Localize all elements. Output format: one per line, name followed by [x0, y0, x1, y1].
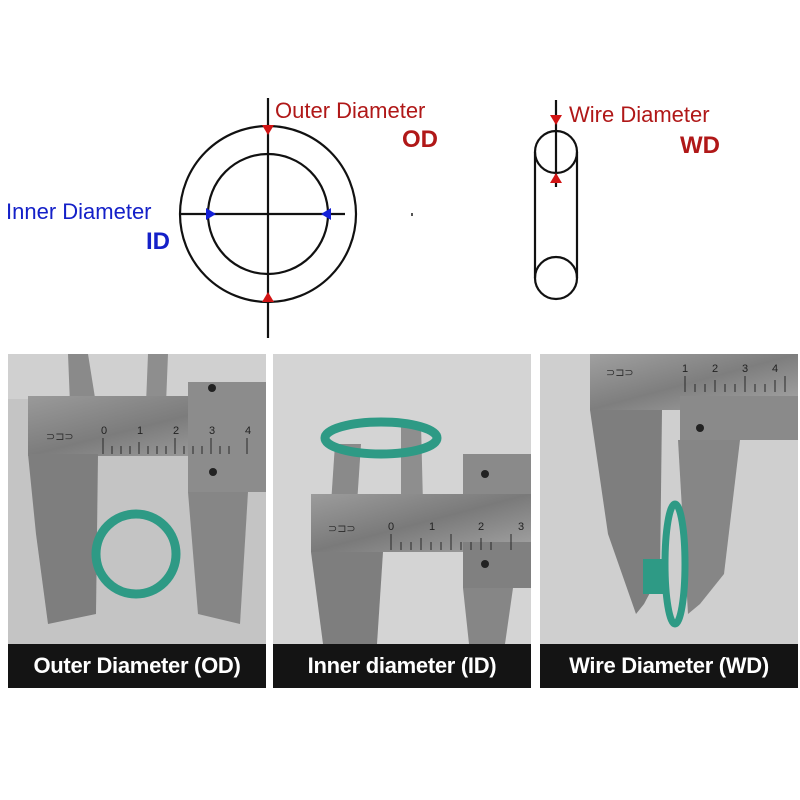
- measurement-diagram: Outer Diameter OD Inner Diameter ID Wire…: [0, 0, 800, 345]
- oring-diagram-svg: [178, 98, 579, 338]
- caliper-slider: [680, 396, 798, 440]
- caption-od: Outer Diameter (OD): [8, 644, 266, 688]
- id-abbr: ID: [146, 228, 170, 255]
- scale-number: 4: [245, 425, 251, 437]
- wd-arrow-top: [550, 115, 562, 125]
- od-arrow-top: [262, 125, 274, 135]
- photo-panel-od: ⊃⊐⊃ 0 1 2 3 4 Outer Diameter (OD): [8, 354, 266, 688]
- id-arrow-left: [206, 208, 216, 220]
- od-arrow-bottom: [262, 292, 274, 302]
- photo-panel-id: ⊃⊐⊃ 0 1 2 3 Inner diameter (ID): [273, 354, 531, 688]
- caliper-slider: [188, 382, 266, 492]
- od-label: Outer Diameter: [275, 98, 426, 123]
- wd-label: Wire Diameter: [569, 102, 710, 127]
- scale-number: 0: [101, 425, 107, 437]
- caliper-jaw-right: [188, 492, 248, 624]
- caliper-jaw-right: [678, 440, 740, 614]
- scale-number: 2: [712, 363, 718, 375]
- wd-arrow-bottom: [550, 173, 562, 183]
- caliper-jaw-right: [463, 588, 513, 644]
- caption-id: Inner diameter (ID): [273, 644, 531, 688]
- scale-number: 3: [518, 521, 524, 533]
- wd-abbr: WD: [680, 132, 720, 159]
- scale-number: 1: [682, 363, 688, 375]
- svg-text:⊃⊐⊃: ⊃⊐⊃: [328, 523, 356, 535]
- wire-circle-bottom: [533, 255, 579, 301]
- caption-wd: Wire Diameter (WD): [540, 644, 798, 688]
- scale-number: 2: [478, 521, 484, 533]
- od-abbr: OD: [402, 126, 438, 153]
- scale-number: 3: [209, 425, 215, 437]
- caliper-wd-illustration: ⊃⊐⊃ 1 2 3 4: [540, 354, 798, 688]
- svg-text:⊃⊐⊃: ⊃⊐⊃: [606, 367, 634, 379]
- caliper-jaw-left: [311, 552, 383, 644]
- oring-side-view: [533, 100, 579, 301]
- svg-text:⊃⊐⊃: ⊃⊐⊃: [46, 431, 74, 443]
- id-arrow-right: [321, 208, 331, 220]
- caliper-od-illustration: ⊃⊐⊃ 0 1 2 3 4: [8, 354, 266, 688]
- green-oring: [320, 417, 442, 459]
- scale-number: 1: [137, 425, 143, 437]
- scale-number: 4: [772, 363, 778, 375]
- scale-number: 3: [742, 363, 748, 375]
- caliper-id-illustration: ⊃⊐⊃ 0 1 2 3: [273, 354, 531, 688]
- scale-number: 0: [388, 521, 394, 533]
- scale-number: 2: [173, 425, 179, 437]
- scale-number: 1: [429, 521, 435, 533]
- caliper-jaw-left: [28, 454, 98, 624]
- green-oring: [91, 509, 181, 599]
- photo-panel-wd: ⊃⊐⊃ 1 2 3 4 Wire Diameter (WD): [540, 354, 798, 688]
- id-label: Inner Diameter: [6, 199, 152, 224]
